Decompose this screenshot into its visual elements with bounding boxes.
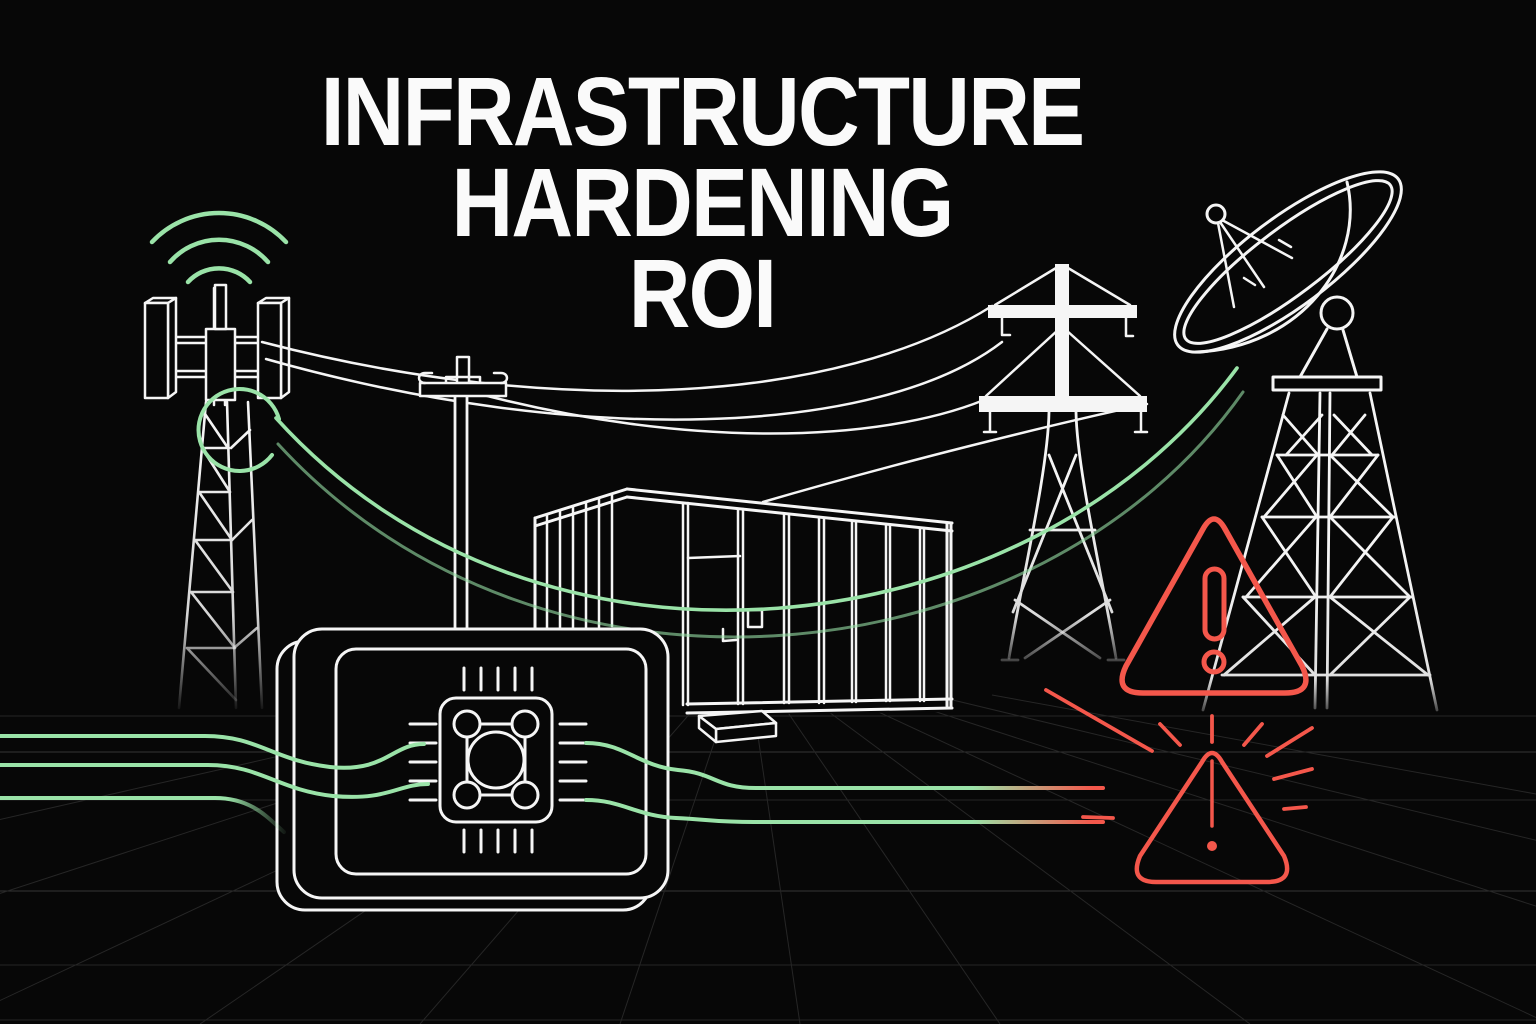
alert-burst-triangle-icon: [1044, 688, 1314, 885]
poster-title-line1: INFRASTRUCTURE HARDENING: [320, 57, 1085, 258]
poster-title-line2: ROI: [628, 239, 777, 349]
cell-tower-lattice: [177, 400, 264, 710]
pylon-lattice: [1000, 410, 1126, 662]
circuit-board-device: [0, 627, 1105, 912]
cell-tower: [143, 210, 291, 710]
dish-tower-lattice: [1201, 391, 1439, 712]
poster-title: INFRASTRUCTURE HARDENING ROI: [84, 57, 1320, 349]
dish-mount: [1271, 295, 1383, 392]
alert-rays: [1044, 688, 1314, 820]
pylon-head: [979, 264, 1149, 434]
satellite-dish-icon: [1173, 170, 1439, 712]
fiber-cables: [196, 366, 1245, 639]
container-left-slats: [545, 493, 614, 634]
network-traces: [0, 734, 1105, 834]
antenna-panels: [143, 283, 291, 402]
floor-grid: [0, 694, 1536, 1024]
dish-reflector: [1173, 170, 1403, 354]
warning-triangle-icon: [1119, 516, 1309, 696]
signal-waves-icon: [149, 210, 289, 285]
cable-coil: [196, 387, 281, 473]
container-step: [697, 709, 778, 744]
page-title: INFRASTRUCTURE HARDENING ROI: [84, 57, 1320, 349]
power-lines: [260, 304, 1149, 504]
container-ribs: [681, 501, 926, 707]
